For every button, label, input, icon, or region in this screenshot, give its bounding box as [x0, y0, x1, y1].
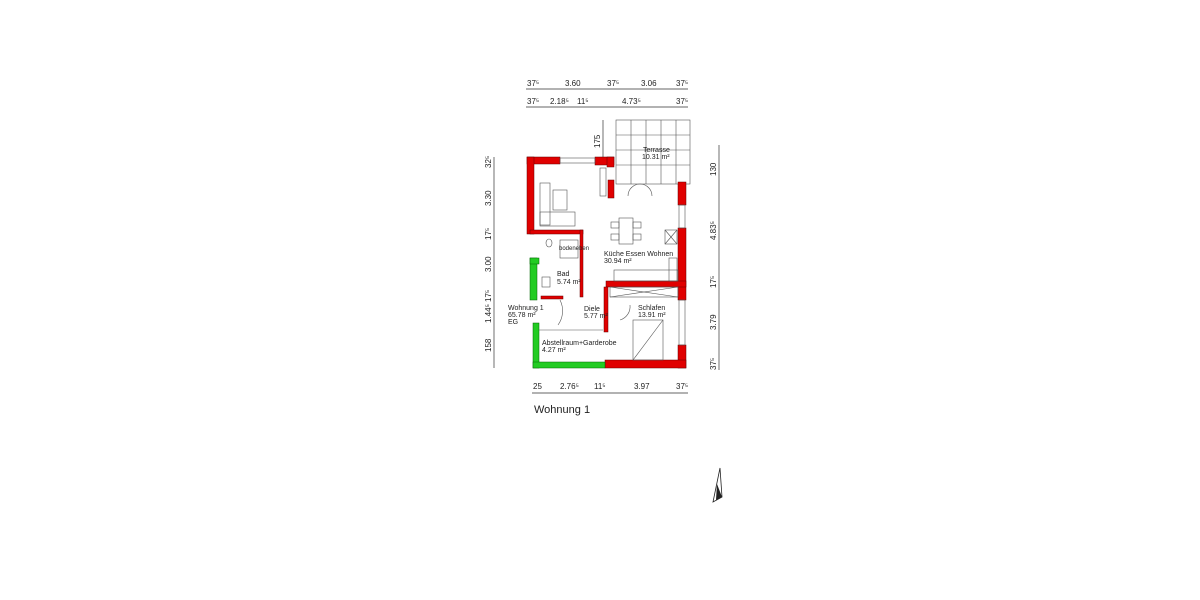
svg-text:37⁵: 37⁵ — [676, 382, 688, 391]
dim-label: 175 — [593, 134, 602, 148]
svg-text:13.91 m²: 13.91 m² — [638, 312, 666, 319]
dim-label: 37⁵ — [607, 79, 619, 88]
svg-text:5.74 m²: 5.74 m² — [557, 279, 581, 286]
room-label-abstellraum: Abstellraum+Garderobe 4.27 m² — [542, 340, 617, 354]
svg-text:65.78 m²: 65.78 m² — [508, 312, 536, 319]
svg-text:3.00: 3.00 — [484, 256, 493, 272]
dimension-top-row2: 37⁵ 2.18⁵ 11⁵ 4.73⁵ 37⁵ — [526, 97, 688, 108]
room-label-bad: Bad 5.74 m² — [557, 271, 581, 286]
svg-text:3.79: 3.79 — [709, 314, 718, 330]
svg-text:37⁵: 37⁵ — [709, 358, 718, 370]
north-arrow-icon — [712, 467, 723, 503]
dim-label: 37⁵ — [527, 97, 539, 106]
dim-label: 37⁵ — [527, 79, 539, 88]
svg-text:1.44⁵: 1.44⁵ — [484, 304, 493, 323]
svg-text:Küche Essen Wohnen: Küche Essen Wohnen — [604, 251, 673, 258]
svg-text:EG: EG — [508, 319, 518, 326]
terrace-grid — [615, 119, 691, 185]
room-label-kueche: Küche Essen Wohnen 30.94 m² — [604, 251, 673, 265]
dim-label: 3.60 — [565, 79, 581, 88]
svg-text:25: 25 — [533, 382, 542, 391]
dim-label: 2.18⁵ — [550, 97, 569, 106]
exterior-walls — [526, 156, 687, 369]
svg-text:4.83⁵: 4.83⁵ — [709, 221, 718, 240]
partition-walls — [529, 257, 606, 369]
svg-text:130: 130 — [709, 162, 718, 176]
svg-text:17⁵: 17⁵ — [484, 228, 493, 240]
room-label-diele: Diele 5.77 m² — [584, 306, 608, 320]
svg-text:17⁵: 17⁵ — [709, 276, 718, 288]
svg-text:30.94 m²: 30.94 m² — [604, 258, 632, 265]
svg-text:Diele: Diele — [584, 306, 600, 313]
furniture — [539, 167, 679, 361]
svg-text:Bad: Bad — [557, 271, 570, 278]
dimension-bottom: 25 2.76⁵ 11⁵ 3.97 37⁵ — [532, 382, 688, 394]
dim-label: 37⁵ — [676, 79, 688, 88]
svg-text:Schlafen: Schlafen — [638, 305, 665, 312]
unit-label: Wohnung 1 65.78 m² EG — [508, 305, 544, 326]
svg-text:2.76⁵: 2.76⁵ — [560, 382, 579, 391]
svg-text:Wohnung 1: Wohnung 1 — [508, 305, 544, 312]
svg-text:11⁵: 11⁵ — [594, 382, 606, 391]
svg-text:32⁵: 32⁵ — [484, 156, 493, 168]
svg-text:3.30: 3.30 — [484, 190, 493, 206]
svg-text:4.27 m²: 4.27 m² — [542, 347, 566, 354]
window — [559, 157, 596, 164]
dimension-top-row1: 37⁵ 3.60 37⁵ 3.06 37⁵ — [526, 79, 688, 90]
dim-label: 11⁵ — [577, 97, 589, 106]
svg-text:Terrasse: Terrasse — [643, 147, 670, 154]
svg-text:3.97: 3.97 — [634, 382, 650, 391]
dim-label: 3.06 — [641, 79, 657, 88]
svg-text:10.31 m²: 10.31 m² — [642, 154, 670, 161]
window — [678, 204, 686, 229]
svg-text:Abstellraum+Garderobe: Abstellraum+Garderobe — [542, 340, 617, 347]
room-label-schlafen: Schlafen 13.91 m² — [638, 305, 666, 319]
dimension-left: 32⁵ 3.30 17⁵ 3.00 17⁵ 1.44⁵ 158 — [484, 156, 495, 368]
svg-text:158: 158 — [484, 338, 493, 352]
plan-title: Wohnung 1 — [534, 404, 590, 416]
room-label-terrasse: Terrasse 10.31 m² — [642, 147, 670, 161]
shower-label: bodeneben — [559, 246, 589, 252]
svg-text:5.77 m²: 5.77 m² — [584, 313, 608, 320]
dim-label: 4.73⁵ — [622, 97, 641, 106]
dim-label: 37⁵ — [676, 97, 688, 106]
dimension-right: 130 4.83⁵ 17⁵ 3.79 37⁵ — [709, 145, 720, 370]
window — [678, 299, 686, 346]
svg-text:17⁵: 17⁵ — [484, 290, 493, 302]
